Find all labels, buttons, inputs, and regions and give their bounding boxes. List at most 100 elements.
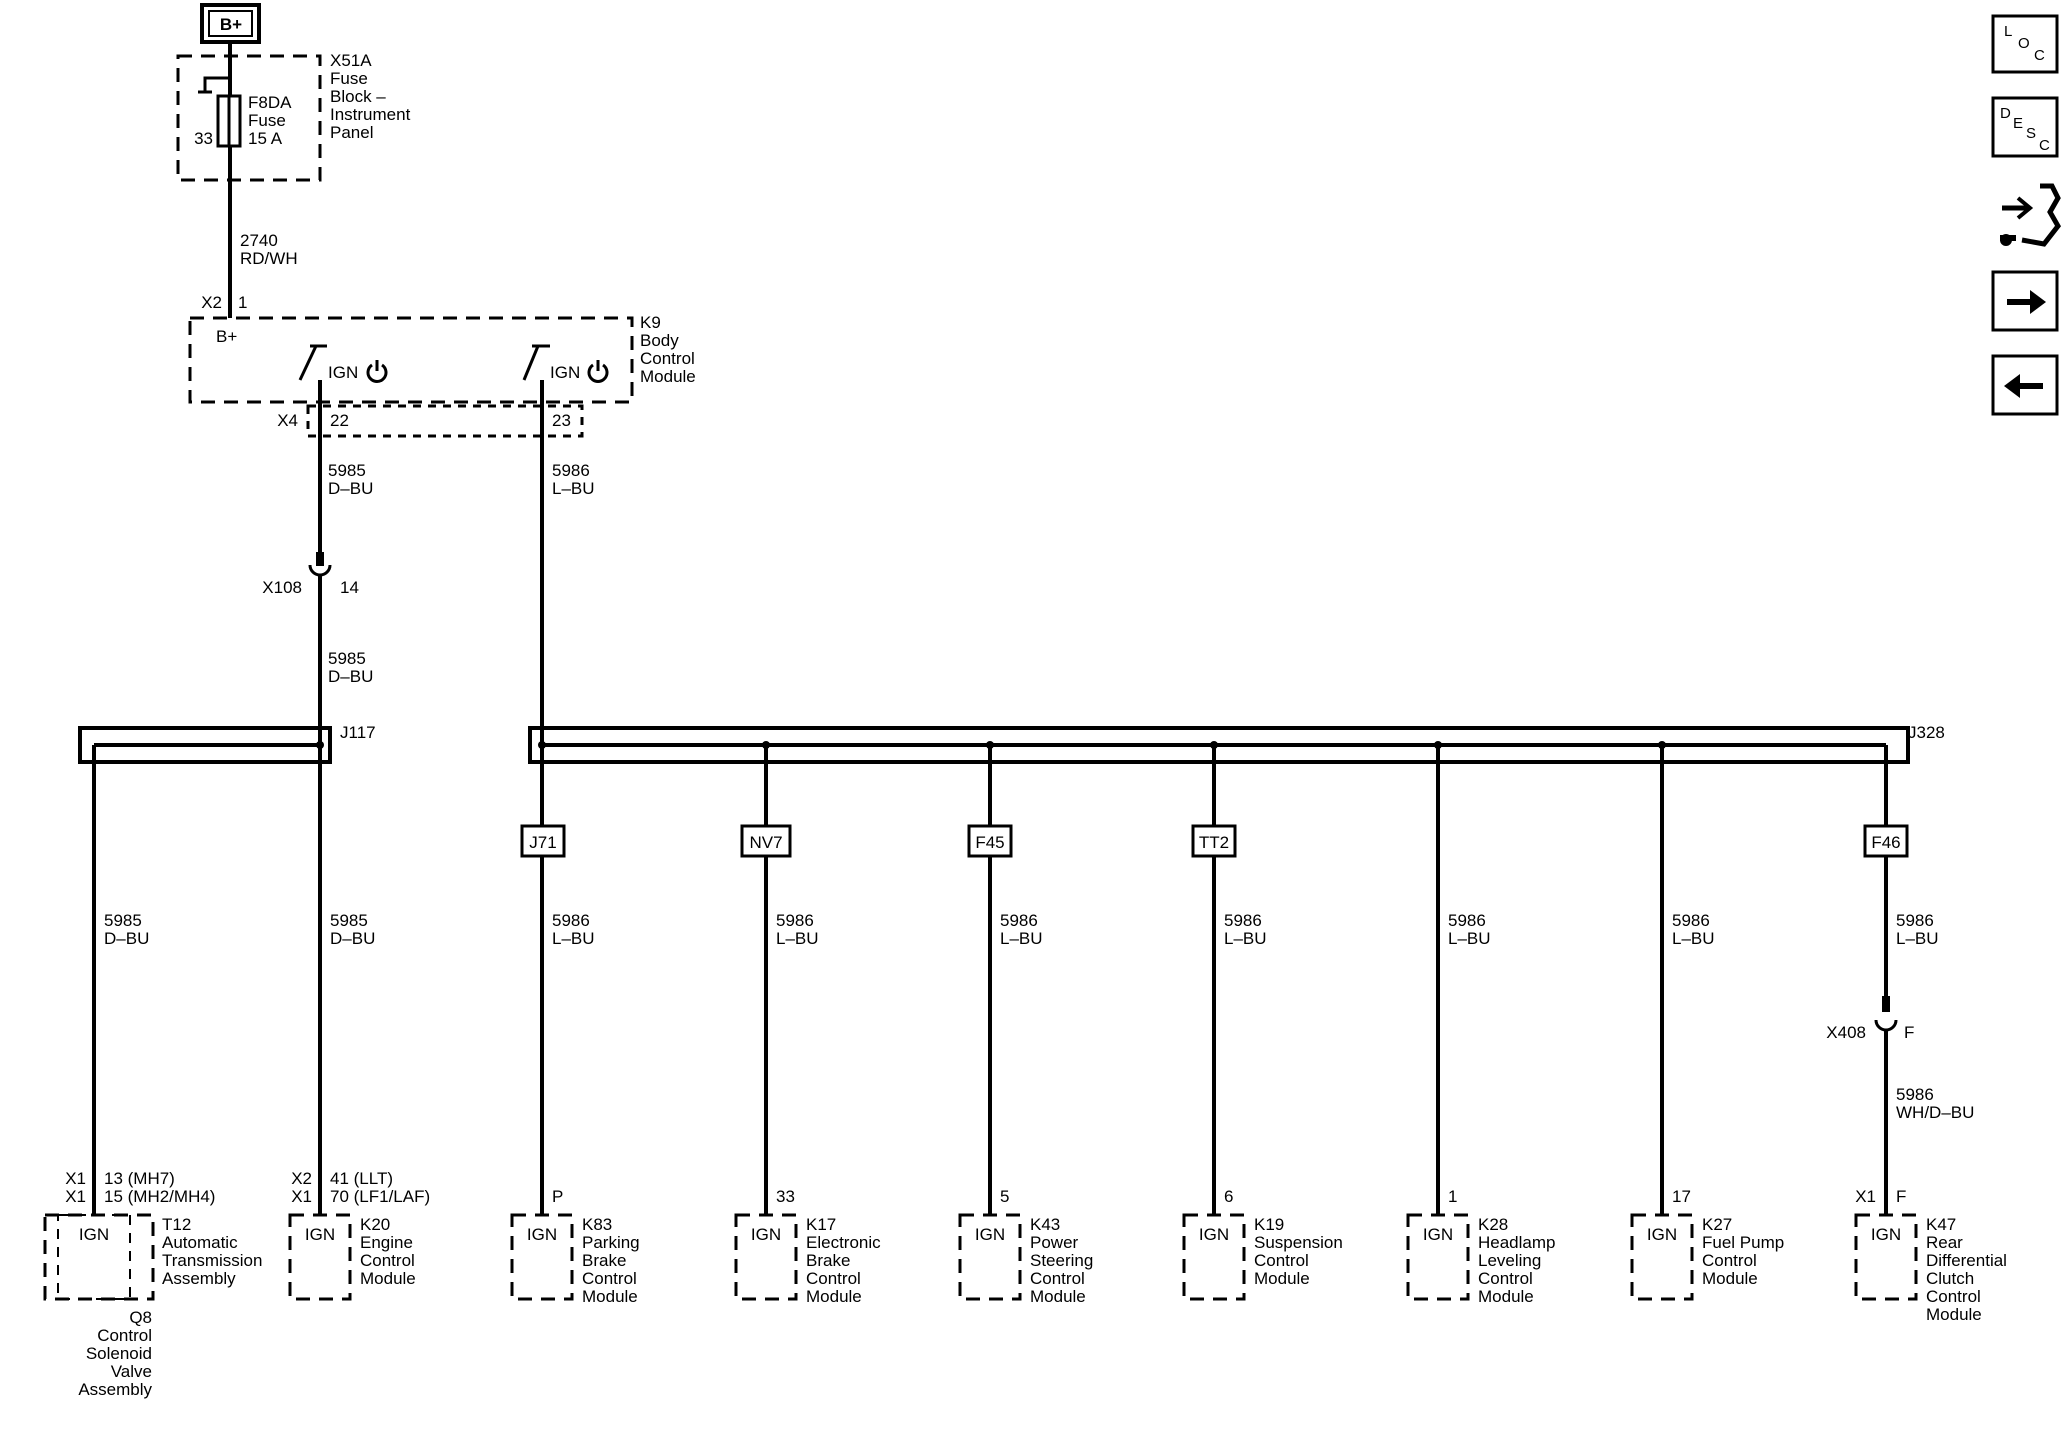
svg-text:70 (LF1/LAF): 70 (LF1/LAF) (330, 1187, 430, 1206)
svg-text:Suspension: Suspension (1254, 1233, 1343, 1252)
svg-text:Instrument: Instrument (330, 105, 411, 124)
svg-text:41 (LLT): 41 (LLT) (330, 1169, 393, 1188)
svg-text:Clutch: Clutch (1926, 1269, 1974, 1288)
body-control-module-k9: X2 1 B+ K9 Body Control Module IGN IGN (188, 293, 696, 438)
svg-text:F8DA: F8DA (248, 93, 292, 112)
svg-text:B+: B+ (216, 327, 237, 346)
svg-text:Solenoid: Solenoid (86, 1344, 152, 1363)
svg-text:Control: Control (1926, 1287, 1981, 1306)
svg-text:5986: 5986 (1448, 911, 1486, 930)
svg-text:Control: Control (806, 1269, 861, 1288)
svg-text:14: 14 (340, 578, 359, 597)
svg-text:IGN: IGN (1199, 1225, 1229, 1244)
module-k28-headlamp-leveling: 1 IGN K28 Headlamp Leveling Control Modu… (1406, 1187, 1556, 1306)
svg-text:IGN: IGN (527, 1225, 557, 1244)
svg-text:T12: T12 (162, 1215, 191, 1234)
svg-text:Power: Power (1030, 1233, 1079, 1252)
svg-text:Electronic: Electronic (806, 1233, 881, 1252)
svg-text:5986: 5986 (1224, 911, 1262, 930)
svg-text:IGN: IGN (550, 363, 580, 382)
svg-text:Fuel Pump: Fuel Pump (1702, 1233, 1784, 1252)
svg-text:C: C (2034, 47, 2045, 64)
svg-text:K47: K47 (1926, 1215, 1956, 1234)
svg-text:Rear: Rear (1926, 1233, 1963, 1252)
svg-text:IGN: IGN (1871, 1225, 1901, 1244)
svg-text:F46: F46 (1871, 833, 1900, 852)
svg-text:X2: X2 (201, 293, 222, 312)
svg-text:X1: X1 (65, 1169, 86, 1188)
module-k19-suspension: 6 IGN K19 Suspension Control Module (1182, 1187, 1343, 1301)
svg-text:Engine: Engine (360, 1233, 413, 1252)
svg-text:L–BU: L–BU (552, 479, 595, 498)
svg-text:5: 5 (1000, 1187, 1009, 1206)
svg-text:IGN: IGN (328, 363, 358, 382)
svg-text:J117: J117 (340, 723, 376, 742)
svg-text:X1: X1 (65, 1187, 86, 1206)
svg-text:Parking: Parking (582, 1233, 640, 1252)
svg-text:IGN: IGN (1423, 1225, 1453, 1244)
svg-text:33: 33 (776, 1187, 795, 1206)
svg-text:5986: 5986 (1672, 911, 1710, 930)
svg-text:22: 22 (330, 411, 349, 430)
svg-text:5986: 5986 (776, 911, 814, 930)
splice-pack-j328: J328 (528, 723, 1945, 764)
location-button[interactable]: L O C (1991, 14, 2059, 74)
svg-text:L–BU: L–BU (1896, 929, 1939, 948)
svg-text:Leveling: Leveling (1478, 1251, 1541, 1270)
svg-text:Block –: Block – (330, 87, 386, 106)
next-arrow-icon[interactable] (1991, 270, 2059, 332)
svg-text:K9: K9 (640, 313, 661, 332)
module-k83-parking-brake: P IGN K83 Parking Brake Control Module (510, 1187, 640, 1306)
svg-text:Control: Control (1478, 1269, 1533, 1288)
svg-text:J328: J328 (1908, 723, 1945, 742)
splice-pack-j117: J117 (78, 723, 376, 764)
svg-text:L–BU: L–BU (776, 929, 819, 948)
svg-text:5986: 5986 (1000, 911, 1038, 930)
battery-source: B+ (200, 3, 261, 44)
svg-text:Steering: Steering (1030, 1251, 1093, 1270)
module-t12-transmission: X1 13 (MH7) X1 15 (MH2/MH4) IGN T12 Auto… (43, 1169, 262, 1399)
svg-text:Assembly: Assembly (162, 1269, 236, 1288)
svg-text:Q8: Q8 (129, 1308, 152, 1327)
power-icon (587, 360, 609, 383)
svg-text:Headlamp: Headlamp (1478, 1233, 1556, 1252)
svg-text:Module: Module (1478, 1287, 1534, 1306)
previous-arrow-icon[interactable] (1991, 354, 2059, 416)
svg-text:L–BU: L–BU (1672, 929, 1715, 948)
svg-text:X1: X1 (291, 1187, 312, 1206)
svg-text:5985: 5985 (104, 911, 142, 930)
svg-text:5986: 5986 (1896, 911, 1934, 930)
wire-2740-circuit: 2740 (240, 231, 278, 250)
svg-text:X108: X108 (262, 578, 302, 597)
svg-text:IGN: IGN (975, 1225, 1005, 1244)
svg-text:Module: Module (640, 367, 696, 386)
connector-tag-f45: F45 (967, 824, 1013, 858)
connector-pinout-icon[interactable] (2000, 183, 2062, 247)
svg-text:Module: Module (360, 1269, 416, 1288)
svg-text:IGN: IGN (79, 1225, 109, 1244)
module-k47-rear-differential: X1 F IGN K47 Rear Differential Clutch Co… (1854, 1187, 2007, 1324)
svg-text:Module: Module (1030, 1287, 1086, 1306)
connector-tag-tt2: TT2 (1191, 824, 1237, 858)
svg-text:K43: K43 (1030, 1215, 1060, 1234)
svg-text:Module: Module (806, 1287, 862, 1306)
svg-text:Assembly: Assembly (78, 1380, 152, 1399)
svg-text:Module: Module (1254, 1269, 1310, 1288)
svg-text:L–BU: L–BU (552, 929, 595, 948)
svg-text:L–BU: L–BU (1448, 929, 1491, 948)
svg-text:5986: 5986 (552, 911, 590, 930)
ignition-switch-2: IGN (522, 344, 609, 402)
svg-text:Control: Control (97, 1326, 152, 1345)
svg-text:Control: Control (360, 1251, 415, 1270)
svg-text:Module: Module (1702, 1269, 1758, 1288)
svg-text:K20: K20 (360, 1215, 390, 1234)
svg-text:Control: Control (1030, 1269, 1085, 1288)
svg-text:6: 6 (1224, 1187, 1233, 1206)
svg-text:13 (MH7): 13 (MH7) (104, 1169, 175, 1188)
svg-text:D–BU: D–BU (330, 929, 375, 948)
svg-text:Control: Control (1254, 1251, 1309, 1270)
svg-text:Control: Control (1702, 1251, 1757, 1270)
svg-text:IGN: IGN (751, 1225, 781, 1244)
description-button[interactable]: D E S C (1991, 96, 2059, 158)
svg-text:Fuse: Fuse (330, 69, 368, 88)
